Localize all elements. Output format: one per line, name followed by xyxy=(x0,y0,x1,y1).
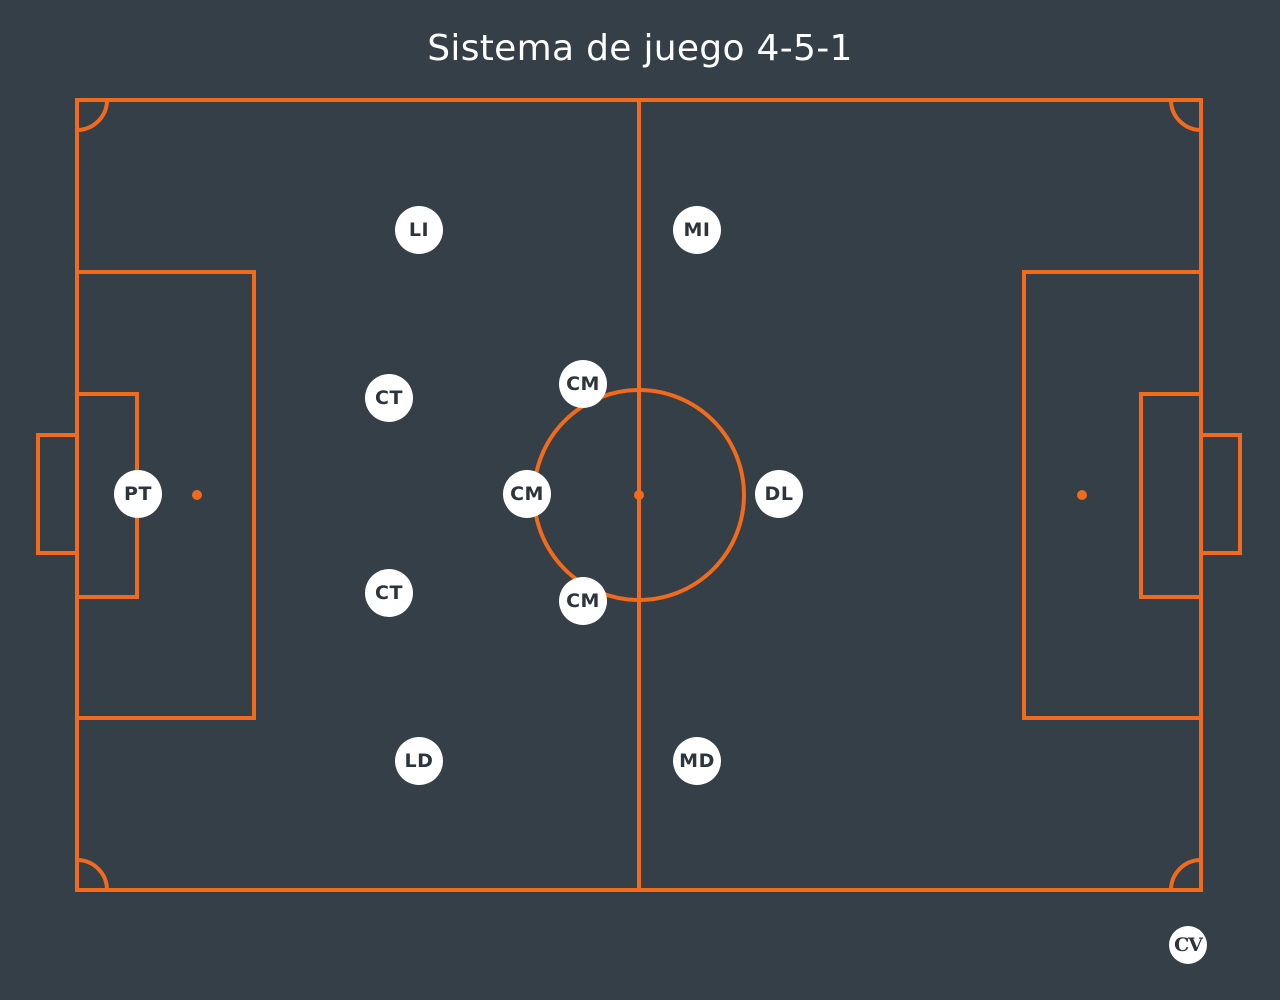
right-goal-area xyxy=(1139,392,1203,599)
player-pt: PT xyxy=(114,470,162,518)
right-penalty-spot xyxy=(1077,490,1087,500)
corner-arc-top-right xyxy=(1169,99,1202,132)
player-cm-center: CM xyxy=(503,470,551,518)
player-li: LI xyxy=(395,206,443,254)
player-dl: DL xyxy=(755,470,803,518)
corner-arc-top-left xyxy=(76,99,109,132)
center-spot xyxy=(634,490,644,500)
right-goal xyxy=(1199,433,1242,555)
corner-arc-bottom-left xyxy=(76,858,109,891)
left-penalty-spot xyxy=(192,490,202,500)
player-cm-top: CM xyxy=(559,360,607,408)
corner-arc-bottom-right xyxy=(1169,858,1202,891)
left-goal xyxy=(36,433,79,555)
player-ct-bottom: CT xyxy=(365,569,413,617)
player-ld: LD xyxy=(395,737,443,785)
cv-logo: CV xyxy=(1169,926,1207,964)
right-penalty-area xyxy=(1022,270,1203,720)
player-ct-top: CT xyxy=(365,374,413,422)
player-md: MD xyxy=(673,737,721,785)
diagram-title: Sistema de juego 4-5-1 xyxy=(427,28,853,69)
left-penalty-area xyxy=(75,270,256,720)
player-mi: MI xyxy=(673,206,721,254)
player-cm-bottom: CM xyxy=(559,577,607,625)
